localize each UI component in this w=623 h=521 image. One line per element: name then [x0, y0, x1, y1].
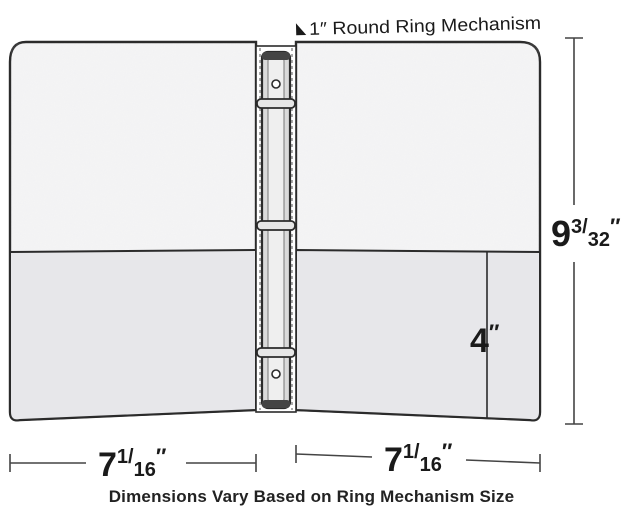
height-dimension — [565, 37, 583, 425]
pocket-dim-label: 4″ — [470, 320, 500, 360]
rivet-bottom — [271, 369, 281, 379]
ring-callout: 1″ Round Ring Mechanism — [295, 13, 541, 39]
right-width-dimension — [295, 445, 541, 472]
height-dim-label: 93/32″ — [551, 213, 621, 254]
pointer-triangle-icon — [295, 23, 307, 36]
ring-mechanism — [256, 50, 296, 410]
left-width-label: 71/16″ — [98, 444, 167, 484]
rivet-top — [271, 79, 281, 89]
right-pocket — [295, 248, 541, 422]
right-width-label: 71/16″ — [384, 439, 453, 479]
dimensions-caption: Dimensions Vary Based on Ring Mechanism … — [108, 487, 515, 506]
ring-label: 1″ Round Ring Mechanism — [309, 13, 541, 39]
left-width-dimension — [9, 454, 257, 472]
ring-middle — [256, 220, 296, 231]
ring-bottom — [256, 347, 296, 358]
left-pocket — [9, 248, 257, 422]
ring-top — [256, 98, 296, 109]
